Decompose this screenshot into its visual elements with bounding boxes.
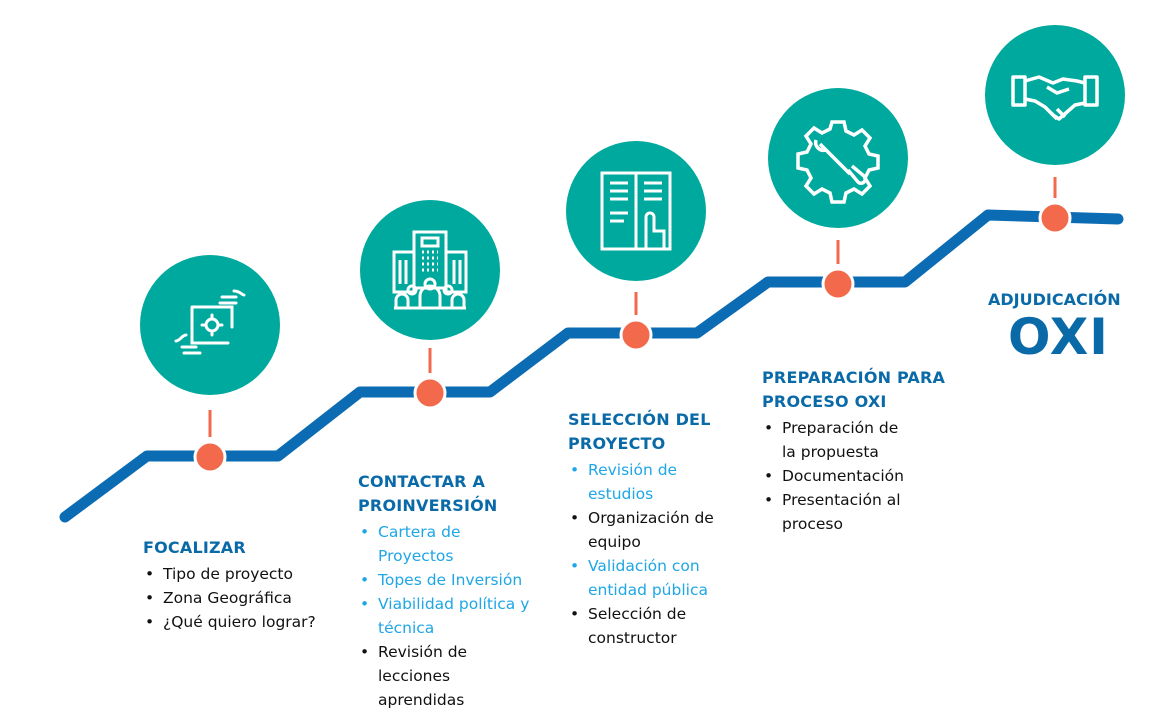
list-item: Cartera de Proyectos	[358, 520, 478, 568]
list-item: Validación con entidad pública	[568, 554, 728, 602]
title-line: SELECCIÓN DEL	[568, 410, 711, 429]
list-item: Viabilidad política y técnica	[358, 592, 538, 640]
step-focalizar: FOCALIZAR Tipo de proyecto Zona Geográfi…	[143, 536, 316, 634]
step-preparacion: PREPARACIÓN PARA PROCESO OXI Preparación …	[762, 366, 952, 536]
building-people-icon	[392, 230, 468, 310]
step-2-circle	[360, 200, 500, 340]
step-line	[59, 209, 1124, 523]
list-item: Topes de Inversión	[358, 568, 548, 592]
step-3-circle	[566, 141, 706, 281]
title-line: PREPARACIÓN PARA	[762, 368, 946, 387]
list-item: Preparación de la propuesta	[762, 416, 912, 464]
final-circle	[985, 25, 1125, 165]
title-line: PROINVERSIÓN	[358, 496, 498, 515]
milestone-dot-5	[1038, 201, 1072, 235]
milestone-dot-3	[619, 318, 653, 352]
list-item: Tipo de proyecto	[143, 562, 316, 586]
step-seleccion: SELECCIÓN DEL PROYECTO Revisión de estudi…	[568, 408, 738, 650]
title-line: CONTACTAR A	[358, 472, 486, 491]
step-title: FOCALIZAR	[143, 536, 316, 560]
list-item: Revisión de estudios	[568, 458, 688, 506]
list-item: Documentación	[762, 464, 952, 488]
list-item: Organización de equipo	[568, 506, 728, 554]
list-item: ¿Qué quiero lograr?	[143, 610, 316, 634]
final-step-title: OXI	[1008, 308, 1109, 366]
gear-wrench-icon	[796, 120, 880, 204]
milestone-dot-4	[821, 267, 855, 301]
hands-frame-target-icon	[174, 289, 246, 355]
step-items: Preparación de la propuesta Documentació…	[762, 416, 952, 536]
list-item: Selección de constructor	[568, 602, 698, 650]
step-items: Revisión de estudios Organización de equ…	[568, 458, 738, 650]
step-items: Cartera de Proyectos Topes de Inversión …	[358, 520, 548, 712]
list-item: Zona Geográfica	[143, 586, 316, 610]
handshake-icon	[1011, 75, 1099, 121]
step-1-circle	[140, 255, 280, 395]
title-line: PROYECTO	[568, 434, 666, 453]
step-items: Tipo de proyecto Zona Geográfica ¿Qué qu…	[143, 562, 316, 634]
step-contactar: CONTACTAR A PROINVERSIÓN Cartera de Proye…	[358, 470, 548, 712]
milestone-dot-1	[193, 440, 227, 474]
list-item: Presentación al proceso	[762, 488, 922, 536]
step-4-circle	[768, 88, 908, 228]
step-title: PREPARACIÓN PARA PROCESO OXI	[762, 366, 952, 414]
step-title: CONTACTAR A PROINVERSIÓN	[358, 470, 548, 518]
final-step-label: ADJUDICACIÓN	[988, 290, 1121, 309]
title-line: PROCESO OXI	[762, 392, 887, 411]
step-title: SELECCIÓN DEL PROYECTO	[568, 408, 738, 456]
title-line: FOCALIZAR	[143, 538, 246, 557]
list-item: Revisión de lecciones aprendidas	[358, 640, 488, 712]
milestone-dot-2	[413, 376, 447, 410]
document-select-icon	[600, 171, 672, 251]
